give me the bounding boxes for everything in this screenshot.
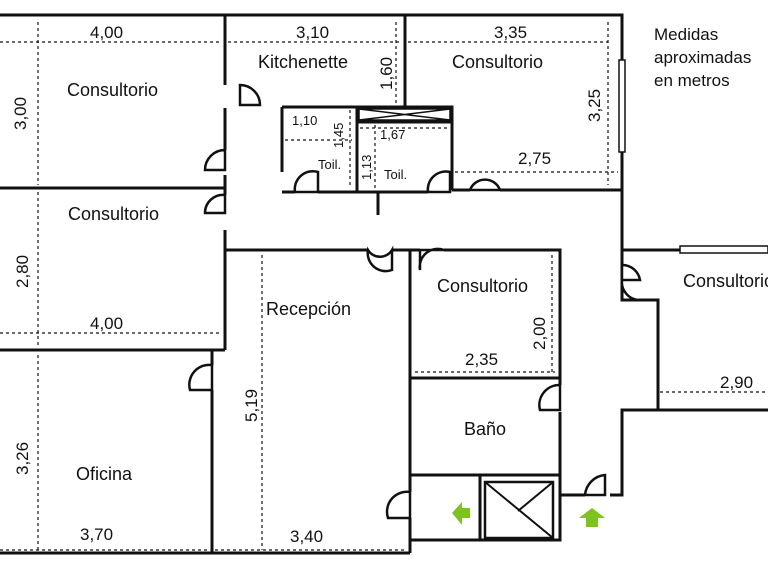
room-consultorio-middle-left: Consultorio [68, 204, 159, 224]
room-consultorio-center: Consultorio [437, 276, 528, 296]
note-line-2: aproximadas [654, 48, 751, 67]
room-oficina: Oficina [76, 464, 133, 484]
dim-cc-height: 2,00 [530, 317, 549, 350]
dim-kit-height: 1,60 [377, 57, 396, 90]
dim-rec-height: 5,19 [242, 389, 261, 422]
doors [188, 83, 642, 520]
room-consultorio-right: Consultorio [683, 271, 768, 291]
dim-tr-width-2: 2,75 [518, 149, 551, 168]
dim-toilet-1-height: 1,45 [331, 123, 346, 148]
dim-ml-height: 2,80 [13, 255, 32, 288]
window [618, 59, 768, 254]
elevator-icon [483, 480, 555, 540]
room-consultorio-top-right: Consultorio [452, 52, 543, 72]
dim-rec-width: 3,40 [290, 527, 323, 546]
room-toilet-2: Toil. [384, 167, 407, 182]
room-recepcion: Recepción [266, 299, 351, 319]
dim-tl-height: 3,00 [11, 97, 30, 130]
dim-tr-height: 3,25 [585, 89, 604, 122]
dim-of-width: 3,70 [80, 525, 113, 544]
dim-right-width: 2,90 [720, 373, 753, 392]
room-bano: Baño [464, 419, 506, 439]
dim-toilet-1-width: 1,10 [292, 113, 317, 128]
dim-kit-width: 3,10 [296, 23, 329, 42]
dimension-lines [0, 22, 768, 551]
stairwell-icon [358, 108, 451, 215]
exit-arrow-left-icon [452, 502, 470, 525]
dim-cc-width: 2,35 [465, 350, 498, 369]
room-consultorio-top-left: Consultorio [67, 80, 158, 100]
note-line-3: en metros [654, 71, 730, 90]
room-toilet-1: Toil. [318, 157, 341, 172]
dim-toilet-2-width: 1,67 [380, 127, 405, 142]
dim-tl-width: 4,00 [90, 23, 123, 42]
dim-ml-width: 4,00 [90, 314, 123, 333]
exit-arrow-up-icon [579, 508, 605, 527]
dim-tr-width: 3,35 [494, 23, 527, 42]
dim-of-height: 3,26 [13, 442, 32, 475]
note-line-1: Medidas [654, 25, 718, 44]
dim-toilet-2-height: 1,13 [359, 155, 374, 180]
room-kitchenette: Kitchenette [258, 52, 348, 72]
